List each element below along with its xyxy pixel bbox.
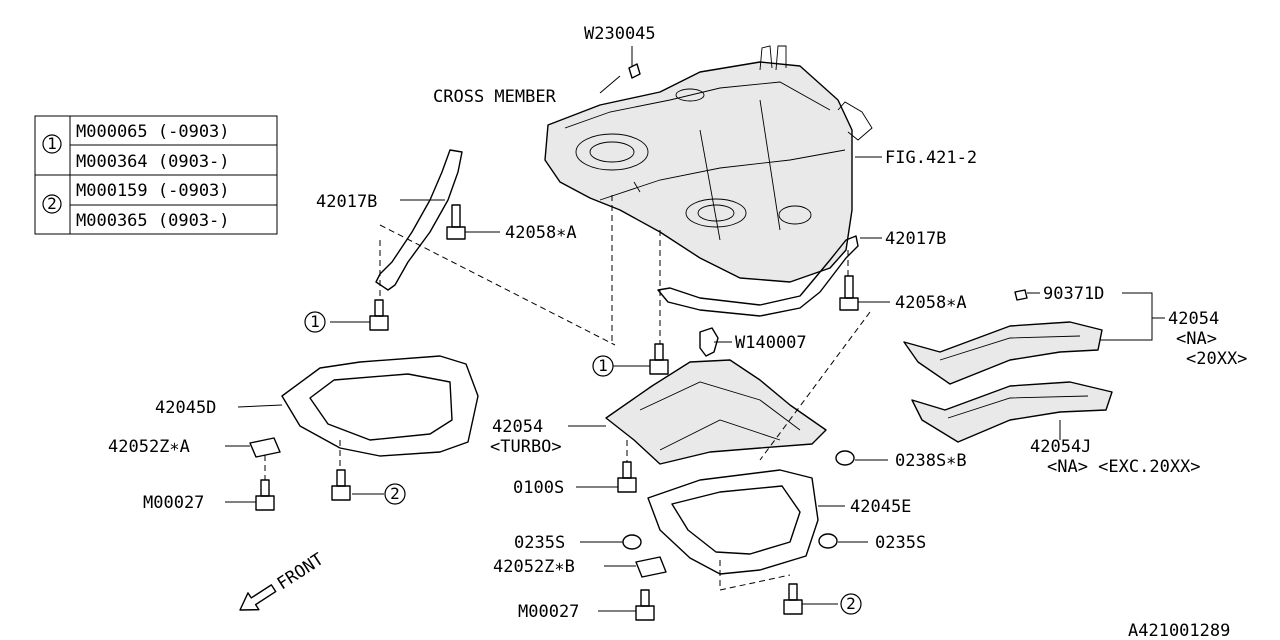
label-w140007: W140007 [735, 333, 807, 353]
label-fig-421-2: FIG.421-2 [885, 148, 977, 168]
legend-row-2a: M000159 (-0903) [76, 181, 230, 201]
callout-1-mid [592, 355, 614, 377]
label-42054j: 42054J [1030, 437, 1091, 457]
label-m00027-bottom: M00027 [518, 602, 579, 622]
callout-2-bottom [840, 593, 862, 615]
callout-2-left-number: 2 [390, 484, 400, 503]
clip-w140007 [699, 327, 719, 357]
front-arrow: FRONT [239, 550, 328, 611]
bolt-m00027-bottom [635, 589, 655, 621]
label-0238s-b: 0238S∗B [895, 451, 967, 471]
label-m00027-left: M00027 [143, 493, 204, 513]
legend-callout-2 [42, 194, 62, 214]
heat-shield-na-20xx [903, 321, 1103, 385]
tank-strap-left [375, 149, 463, 291]
label-turbo: <TURBΟ> [490, 437, 562, 457]
bolt-m00027-left [255, 479, 275, 511]
heat-shield-na-exc20xx [911, 381, 1113, 443]
callout-legend-table: 1 2 M000065 (-0903) M000364 (0903-) M000… [34, 115, 278, 235]
label-0235s-right: 0235S [875, 533, 926, 553]
label-42054-na: 42054 [1168, 309, 1219, 329]
label-90371d: 90371D [1043, 284, 1104, 304]
legend-row-2b: M000365 (0903-) [76, 211, 230, 231]
cross-frame-42045d [281, 355, 479, 457]
legend-callout-1-number: 1 [47, 134, 57, 153]
callout-1-left-number: 1 [310, 312, 320, 331]
front-arrow-icon [239, 584, 277, 611]
label-na: <NA> [1176, 329, 1217, 349]
callout-2-bottom-number: 2 [846, 594, 856, 613]
bolt-callout1-mid [649, 343, 669, 375]
tank-strap-right [657, 235, 859, 317]
bolt-42058a-left [446, 204, 466, 240]
callout-1-left [304, 311, 326, 333]
callout-2-left [384, 483, 406, 505]
nut-0235s-right [818, 533, 838, 549]
label-na-exc-20xx: <NA> <EXC.20XX> [1047, 457, 1201, 477]
legend-row-1a: M000065 (-0903) [76, 122, 230, 142]
nut-0238sb [835, 450, 855, 466]
fuel-tank [544, 45, 873, 283]
clip-90371d [1014, 289, 1028, 301]
label-42052z-b: 42052Z∗B [493, 557, 575, 577]
bolt-callout2-left [331, 469, 351, 501]
label-42054-turbo: 42054 [492, 417, 543, 437]
heat-shield-turbo [605, 359, 827, 465]
legend-callout-2-number: 2 [47, 194, 57, 213]
assembly-line-lower-frame [719, 560, 791, 591]
bolt-0100s [617, 461, 637, 493]
bolt-42058a-right [839, 275, 859, 311]
label-42017b-right: 42017B [885, 229, 946, 249]
assembly-line-left-diag [379, 224, 616, 346]
nut-0235s-left [622, 534, 642, 550]
legend-callout-1 [42, 134, 62, 154]
label-42058a-right: 42058∗A [895, 293, 967, 313]
label-w230045: W230045 [584, 24, 656, 44]
clip-42052zb [635, 556, 667, 578]
label-0235s-left: 0235S [514, 533, 565, 553]
label-0100s: 0100S [513, 478, 564, 498]
label-front: FRONT [274, 550, 328, 595]
label-diagram-id: A421001289 [1128, 621, 1230, 640]
clip-42052za [249, 437, 281, 458]
w230045-clip [628, 63, 641, 79]
label-42045d: 42045D [155, 398, 216, 418]
label-42017b-left: 42017B [316, 192, 377, 212]
bolt-callout1-left [369, 299, 389, 331]
callout-1-mid-number: 1 [598, 356, 608, 375]
label-42058a-left: 42058∗A [505, 223, 577, 243]
label-42052z-a: 42052Z∗A [108, 437, 190, 457]
assembly-line-right-diag [759, 311, 871, 461]
label-20xx: <20XX> [1186, 349, 1247, 369]
cross-frame-42045e [647, 469, 819, 575]
label-42045e: 42045E [850, 497, 911, 517]
legend-row-1b: M000364 (0903-) [76, 152, 230, 172]
bolt-callout2-bottom [783, 583, 803, 615]
label-cross-member: CRΟSS MEMBER [433, 87, 557, 107]
